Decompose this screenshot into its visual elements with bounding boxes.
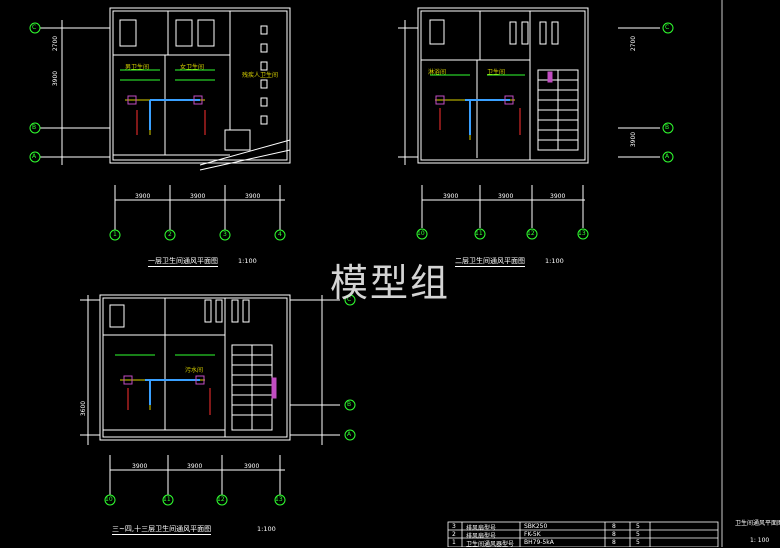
plan-2-ducts: [430, 71, 553, 140]
plan-2-scale: 1:100: [545, 257, 564, 265]
plan-3-dim-y-1: 3600: [80, 400, 88, 417]
title-block: [447, 0, 723, 547]
plan-2-dim-x-1: 3900: [443, 193, 459, 200]
plan-2-axis-label-13: 13: [578, 230, 586, 237]
plan-3: [80, 294, 340, 495]
table-row-3-no: 3: [452, 523, 456, 530]
plan-3-dim-x-1: 3900: [132, 463, 148, 470]
room-label-shower: 淋浴间: [428, 69, 447, 76]
plan-1-axis-label-4: 4: [278, 231, 282, 238]
title-block-side-title: 卫生间通风平面图: [735, 520, 780, 527]
plan-3-dim-x-3: 3900: [244, 463, 260, 470]
table-row-1-unit: 5: [636, 539, 640, 546]
plan-2: [398, 7, 660, 228]
table-row-3-model: SBK250: [524, 523, 548, 530]
table-row-2-model: FK-5K: [524, 531, 541, 538]
table-row-1-qty: 8: [612, 539, 616, 546]
plan-2-axis-bubbles: [416, 22, 674, 240]
plan-1-axis-label-a: A: [32, 153, 37, 160]
plan-1-axis-label-2: 2: [168, 231, 172, 238]
plan-3-axis-label-12: 12: [217, 496, 225, 503]
plan-1: [40, 7, 291, 230]
plan-2-title: 二层卫生间通风平面图: [455, 257, 525, 267]
plan-3-axis-label-b: B: [347, 401, 352, 408]
plan-2-dim-x-2: 3900: [498, 193, 514, 200]
plan-2-axis-label-b: B: [665, 124, 670, 131]
plan-1-ducts: [120, 69, 215, 135]
plan-2-dim-x-3: 3900: [550, 193, 566, 200]
plan-3-axis-label-10: 10: [105, 496, 113, 503]
plan-1-axis-label-3: 3: [223, 231, 227, 238]
table-row-3-qty: 8: [612, 523, 616, 530]
plan-1-dim-x-2: 3900: [190, 193, 206, 200]
plan-1-dim-y-2: 3900: [52, 70, 60, 87]
plan-3-axis-label-11: 11: [163, 496, 171, 503]
table-row-2-name: 排风扇型号: [466, 533, 497, 540]
plan-2-axis-label-10: 10: [417, 230, 425, 237]
plan-3-axis-label-a: A: [347, 431, 352, 438]
plan-1-dim-x-1: 3900: [135, 193, 151, 200]
plan-3-axis-bubbles: [104, 294, 356, 506]
plan-3-scale: 1:100: [257, 525, 276, 533]
room-label-mens: 男卫生间: [125, 64, 150, 71]
plan-1-axis-label-1: 1: [113, 231, 117, 238]
plan-1-axis-label-b: B: [32, 124, 37, 131]
plan-1-axis-label-c: C: [32, 24, 37, 31]
plan-3-dim-x-2: 3900: [187, 463, 203, 470]
table-row-1-name: 卫生间通风器型号: [466, 541, 515, 548]
plan-1-title: 一层卫生间通风平面图: [148, 257, 218, 267]
room-label-janitor: 污水间: [185, 367, 204, 374]
table-row-2-no: 2: [452, 531, 456, 538]
plan-1-dim-y-1: 2700: [52, 35, 60, 52]
plan-3-axis-label-13: 13: [275, 496, 283, 503]
table-row-2-unit: 5: [636, 531, 640, 538]
title-block-sheet-no: 1: 100: [750, 537, 770, 544]
room-label-accessible: 残疾人卫生间: [242, 72, 279, 79]
plan-2-dim-y-2: 3900: [630, 131, 638, 148]
plan-2-axis-label-12: 12: [527, 230, 535, 237]
plan-2-axis-label-a: A: [665, 153, 670, 160]
plan-2-axis-label-c: C: [665, 24, 670, 31]
table-row-3-unit: 5: [636, 523, 640, 530]
plan-3-axis-label-c: C: [347, 296, 352, 303]
plan-2-dim-y-1: 2700: [630, 35, 638, 52]
table-row-1-no: 1: [452, 539, 456, 546]
plan-1-scale: 1:100: [238, 257, 257, 265]
table-row-2-qty: 8: [612, 531, 616, 538]
plan-3-title: 三~四,十三层卫生间通风平面图: [112, 525, 212, 535]
room-label-wc: 卫生间: [487, 69, 506, 76]
watermark-text: 模型组: [330, 261, 451, 305]
table-row-1-model: BH79-5kA: [524, 539, 554, 546]
plan-1-dim-x-3: 3900: [245, 193, 261, 200]
plan-3-ducts: [115, 354, 277, 415]
plan-1-axis-bubbles: [29, 22, 286, 241]
room-label-womens: 女卫生间: [180, 64, 205, 71]
plan-2-axis-label-11: 11: [475, 230, 483, 237]
table-row-3-name: 排风扇型号: [466, 525, 497, 532]
